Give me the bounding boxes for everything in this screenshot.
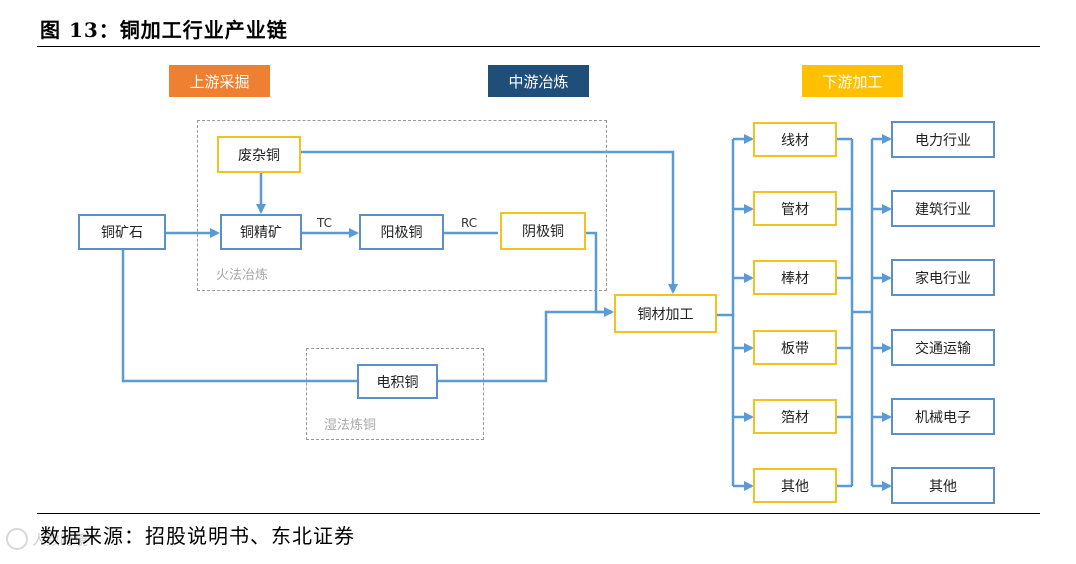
bottom-rule: [37, 513, 1040, 514]
product-box: 其他: [753, 468, 837, 503]
industry-box: 电力行业: [891, 121, 995, 158]
industry-box: 家电行业: [891, 259, 995, 296]
product-box: 箔材: [753, 399, 837, 434]
node-concentrate: 铜精矿: [220, 214, 302, 250]
industry-box: 交通运输: [891, 329, 995, 366]
node-cathode: 阴极铜: [500, 212, 586, 250]
rc-label: RC: [461, 216, 478, 230]
node-scrap: 废杂铜: [217, 136, 301, 173]
watermark-logo-icon: [6, 528, 28, 550]
watermark-text: 人数跨境: [32, 533, 88, 549]
product-box: 管材: [753, 191, 837, 226]
pyro-group: [197, 120, 607, 291]
edge-electrowon-processing: [438, 310, 612, 383]
top-rule: [37, 46, 1040, 47]
pyro-group-label: 火法冶炼: [216, 268, 269, 283]
edge-ore-electrowon: [121, 249, 357, 383]
industry-box: 建筑行业: [891, 190, 995, 227]
node-processing: 铜材加工: [614, 294, 717, 333]
node-electrowon: 电积铜: [357, 364, 438, 399]
midstream-header: 中游冶炼: [488, 65, 589, 97]
downstream-header: 下游加工: [802, 65, 903, 97]
industry-box: 其他: [891, 467, 995, 504]
tc-label: TC: [317, 216, 333, 230]
figure-title: 图 13：铜加工行业产业链: [40, 18, 288, 42]
node-anode: 阳极铜: [359, 214, 444, 250]
industry-box: 机械电子: [891, 398, 995, 435]
edge-scrap-processing: [300, 150, 678, 294]
product-box: 线材: [753, 122, 837, 157]
hydro-group: [306, 348, 484, 440]
source-note: 数据来源：招股说明书、东北证券: [40, 524, 355, 548]
upstream-header: 上游采掘: [169, 65, 270, 97]
hydro-group-label: 湿法炼铜: [324, 418, 377, 433]
product-box: 棒材: [753, 260, 837, 295]
product-box: 板带: [753, 330, 837, 365]
node-ore: 铜矿石: [78, 214, 166, 250]
